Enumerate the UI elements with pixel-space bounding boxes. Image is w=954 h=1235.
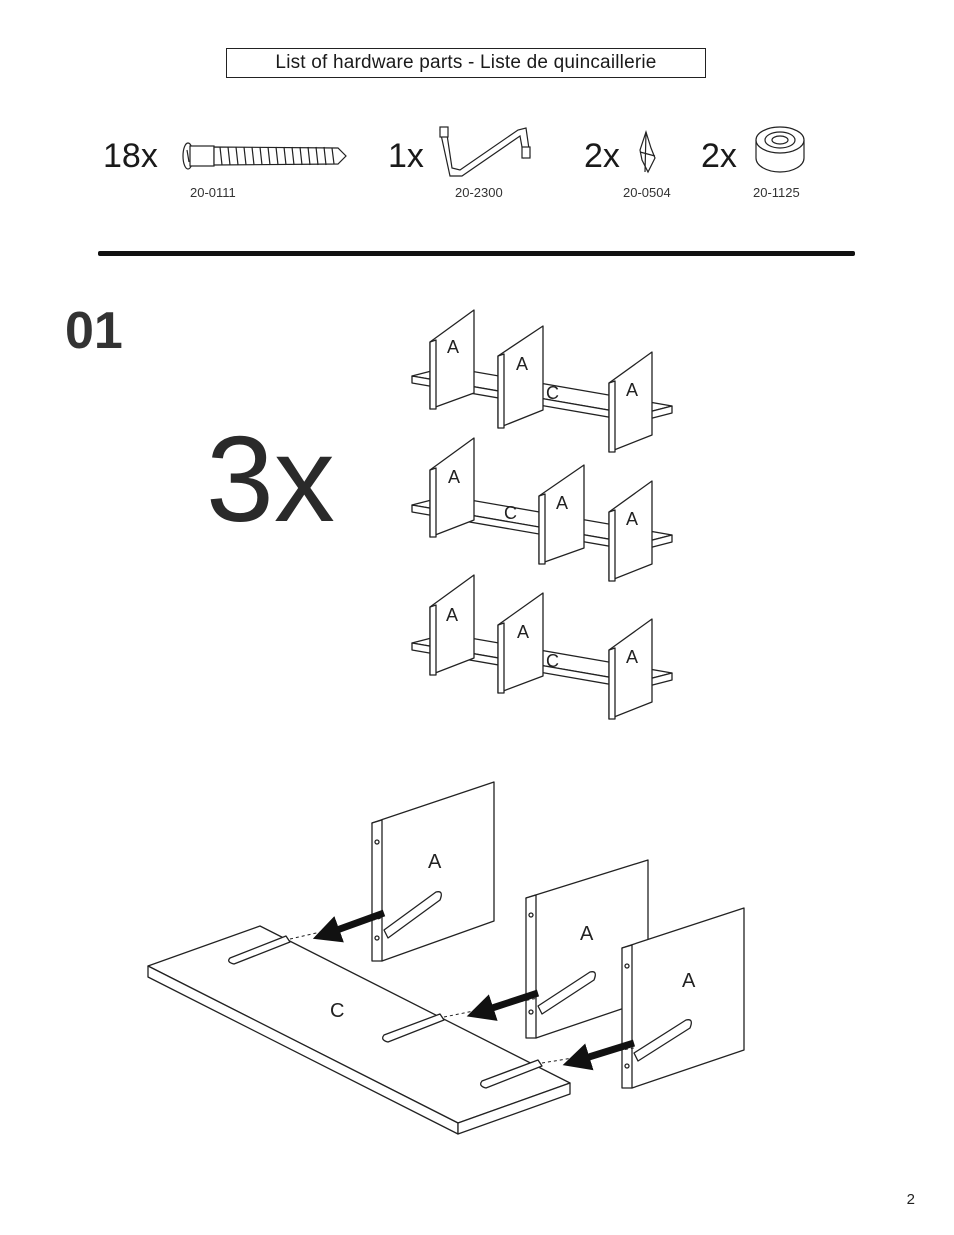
panel-c-label: C	[546, 651, 559, 671]
svg-text:A: A	[556, 493, 568, 513]
svg-text:A: A	[447, 337, 459, 357]
panel-a: A	[429, 309, 475, 410]
allen-key-icon	[439, 126, 531, 177]
assembled-unit-3: A A C A	[411, 574, 673, 720]
panel-a: A	[538, 464, 585, 565]
panel-a: A	[497, 325, 544, 429]
hardware-list-title: List of hardware parts - Liste de quinca…	[226, 48, 706, 78]
svg-text:A: A	[626, 380, 638, 400]
panel-a: A	[497, 592, 544, 694]
page-number: 2	[906, 1191, 915, 1208]
step-number: 01	[65, 302, 123, 360]
svg-text:A: A	[517, 622, 529, 642]
hardware-code-allen-key: 20-2300	[455, 185, 503, 200]
step-multiplier: 3x	[206, 411, 335, 547]
svg-text:A: A	[626, 647, 638, 667]
assembled-unit-2: A C A A	[411, 437, 673, 582]
arrow-icon	[312, 909, 386, 943]
hardware-code-cam-bolt: 20-0111	[190, 185, 236, 200]
panel-c-label: C	[546, 383, 559, 403]
panel-a: A	[429, 574, 475, 676]
section-divider	[98, 251, 855, 256]
cam-bolt-icon	[182, 142, 347, 170]
hardware-qty-cam-lock: 2x	[701, 137, 737, 175]
svg-text:A: A	[580, 923, 594, 945]
svg-text:A: A	[446, 605, 458, 625]
wall-anchor-icon	[639, 130, 656, 174]
svg-text:A: A	[682, 970, 696, 992]
svg-text:A: A	[428, 851, 442, 873]
panel-a: A	[608, 618, 653, 720]
arrow-icon	[466, 989, 540, 1021]
svg-text:A: A	[448, 467, 460, 487]
panel-c: C	[147, 925, 571, 1135]
svg-text:A: A	[626, 509, 638, 529]
svg-text:C: C	[330, 1000, 344, 1022]
insert-arrows	[312, 909, 636, 1071]
panel-a: A	[608, 480, 653, 582]
hardware-code-wall-anchor: 20-0504	[623, 185, 671, 200]
arrow-icon	[562, 1039, 636, 1071]
assembled-unit-1: A A C A	[411, 309, 673, 453]
panel-a: A	[429, 437, 475, 538]
panel-a: A	[608, 351, 653, 453]
svg-text:A: A	[516, 354, 528, 374]
exploded-assembly: C A A A	[147, 781, 745, 1135]
hardware-qty-cam-bolt: 18x	[103, 137, 158, 175]
hardware-qty-allen-key: 1x	[388, 137, 424, 175]
panel-c-label: C	[504, 503, 517, 523]
hardware-qty-wall-anchor: 2x	[584, 137, 620, 175]
hardware-code-cam-lock: 20-1125	[753, 185, 800, 200]
panel-a: A	[371, 781, 495, 962]
cam-lock-icon	[755, 126, 805, 173]
panel-a: A	[621, 907, 745, 1089]
